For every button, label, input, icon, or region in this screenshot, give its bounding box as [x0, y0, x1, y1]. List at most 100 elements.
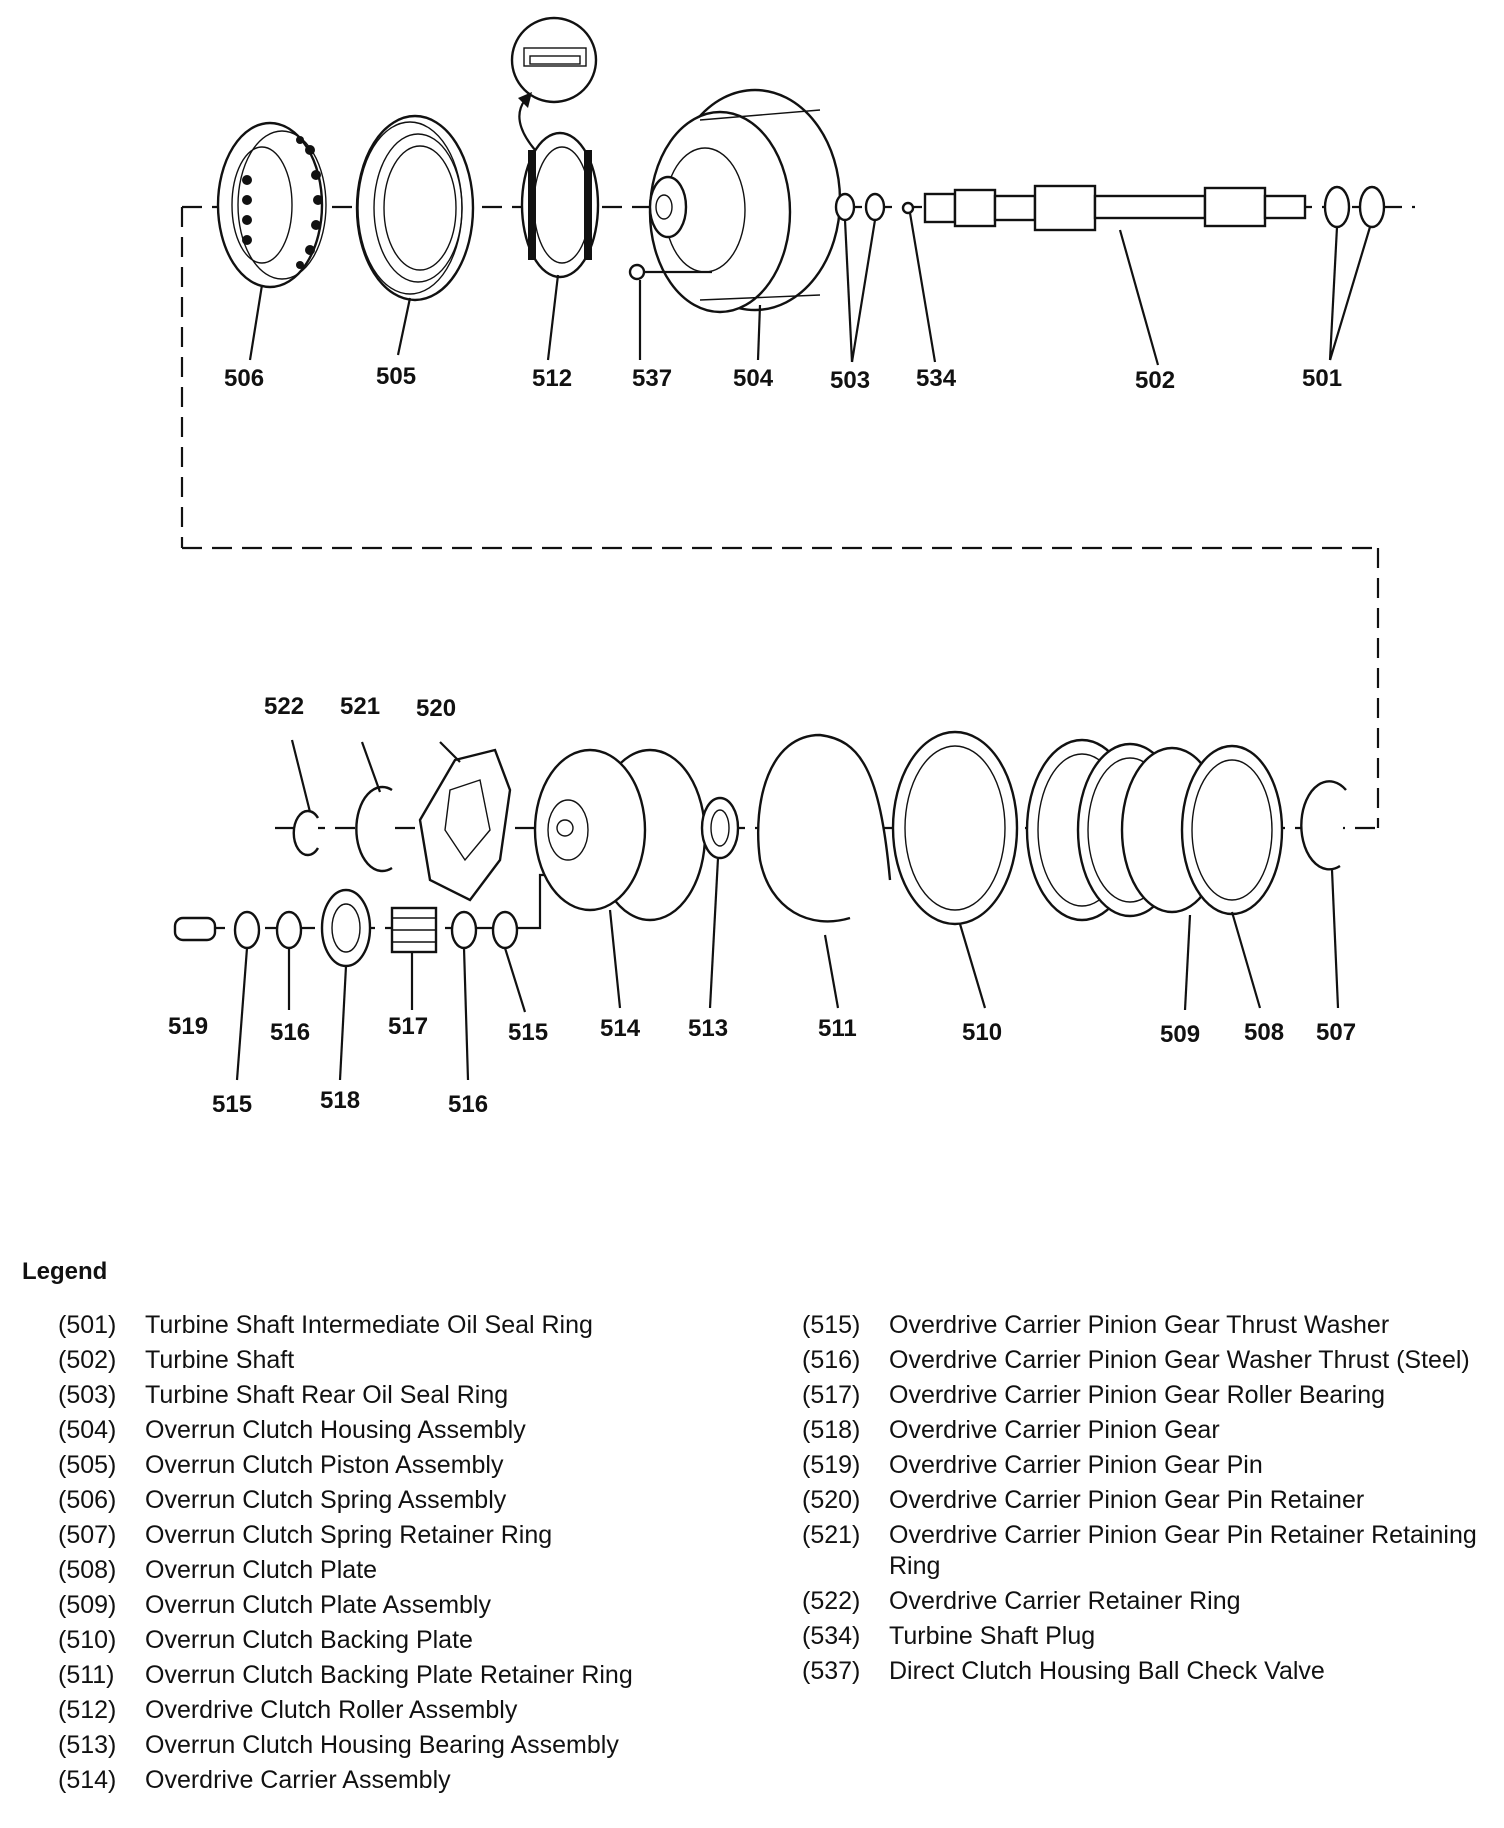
callout-512: 512 [532, 365, 572, 392]
callout-521: 521 [340, 693, 380, 720]
legend-description: Overdrive Carrier Assembly [145, 1766, 451, 1794]
legend-description: Turbine Shaft Plug [889, 1622, 1096, 1650]
part-515-thrust-washer-right [491, 910, 519, 950]
legend-number: (504) [58, 1416, 117, 1444]
legend-number: (517) [802, 1381, 861, 1409]
legend-item: (514) Overdrive Carrier Assembly [58, 1765, 748, 1796]
callout-510: 510 [962, 1019, 1002, 1046]
legend-description: Overrun Clutch Backing Plate [145, 1626, 473, 1654]
callout-534: 534 [916, 365, 957, 392]
callout-517: 517 [388, 1013, 428, 1040]
callout-503: 503 [830, 367, 870, 394]
legend-description: Overrun Clutch Piston Assembly [145, 1451, 504, 1479]
detail-view-bubble [510, 16, 598, 151]
legend-item: (522) Overdrive Carrier Retainer Ring [802, 1586, 1502, 1617]
part-505-piston-assembly [355, 114, 475, 302]
part-519-pinion-gear-pin [173, 916, 217, 942]
callout-513: 513 [688, 1015, 728, 1042]
callout-508: 508 [1244, 1019, 1284, 1046]
legend-description: Overrun Clutch Plate Assembly [145, 1591, 491, 1619]
legend-item: (518)Overdrive Carrier Pinion Gear [802, 1415, 1502, 1446]
legend-description: Overdrive Carrier Pinion Gear Pin [889, 1451, 1263, 1479]
legend-item: (511) Overrun Clutch Backing Plate Retain… [58, 1660, 748, 1691]
legend-number: (518) [802, 1416, 861, 1444]
legend-description: Overdrive Carrier Pinion Gear Pin Retain… [889, 1486, 1365, 1514]
legend-number: (502) [58, 1346, 117, 1374]
legend-item: (537)Direct Clutch Housing Ball Check Va… [802, 1656, 1502, 1687]
legend-item: (513)Overrun Clutch Housing Bearing Asse… [58, 1730, 748, 1761]
legend-item: (516)Overdrive Carrier Pinion Gear Washe… [802, 1345, 1502, 1376]
callout-514: 514 [600, 1015, 641, 1042]
legend-item: (517) Overdrive Carrier Pinion Gear Rolle… [802, 1380, 1502, 1411]
legend-number: (511) [58, 1661, 115, 1689]
callout-519: 519 [168, 1013, 208, 1040]
legend-number: (513) [58, 1731, 117, 1759]
part-508-clutch-plate [1180, 744, 1284, 916]
legend-title: Legend [22, 1258, 108, 1285]
legend-description: Overrun Clutch Spring Retainer Ring [145, 1521, 553, 1549]
legend-item: (519) Overdrive Carrier Pinion Gear Pin [802, 1450, 1502, 1481]
legend-item: (509) Overrun Clutch Plate Assembly [58, 1590, 748, 1621]
callout-502: 502 [1135, 367, 1175, 394]
legend-description: Overrun Clutch Backing Plate Retainer Ri… [145, 1661, 633, 1689]
legend-item: (520) Overdrive Carrier Pinion Gear Pin R… [802, 1485, 1502, 1516]
legend-item: (504)Overrun Clutch Housing Assembly [58, 1415, 748, 1446]
legend-description: Overrun Clutch Plate [145, 1556, 378, 1584]
part-513-bearing-assembly [700, 796, 740, 860]
legend-description: Turbine Shaft [145, 1346, 295, 1374]
legend-number: (509) [58, 1591, 117, 1619]
part-512-roller-assembly [520, 131, 600, 279]
part-518-pinion-gear [320, 888, 372, 968]
part-514-carrier-assembly [533, 748, 707, 922]
part-504-clutch-housing [628, 88, 842, 314]
callout-505: 505 [376, 363, 416, 390]
legend-item: (510) Overrun Clutch Backing Plate [58, 1625, 748, 1656]
legend-item: (501) Turbine Shaft Intermediate Oil Seal… [58, 1310, 748, 1341]
callout-515-a: 515 [508, 1019, 548, 1046]
callout-516-b: 516 [448, 1091, 488, 1118]
part-521-retaining-ring [355, 785, 393, 873]
callout-515-b: 515 [212, 1091, 252, 1118]
legend-description: Turbine Shaft Intermediate Oil Seal Ring [145, 1311, 593, 1339]
callout-537: 537 [632, 365, 672, 392]
legend-description: Overdrive Carrier Pinion Gear Roller Bea… [889, 1381, 1386, 1409]
legend-number: (519) [802, 1451, 861, 1479]
legend-number: (515) [802, 1311, 861, 1339]
part-534-turbine-shaft-plug [901, 201, 915, 215]
callout-511: 511 [818, 1015, 857, 1042]
part-506-spring-assembly [216, 121, 327, 289]
legend-number: (520) [802, 1486, 861, 1514]
legend-number: (506) [58, 1486, 117, 1514]
callout-509: 509 [1160, 1021, 1200, 1048]
part-511-backing-plate-retainer-ring [756, 733, 892, 923]
part-510-backing-plate [891, 730, 1019, 926]
callout-516-a: 516 [270, 1019, 310, 1046]
callout-504: 504 [733, 365, 774, 392]
legend-left-column: (501) Turbine Shaft Intermediate Oil Seal… [58, 1310, 748, 1800]
legend-description: Overdrive Carrier Retainer Ring [889, 1587, 1241, 1615]
part-517-roller-bearing [390, 906, 438, 954]
callout-labels: 506 505 512 537 504 503 534 502 501 522 … [168, 363, 1356, 1118]
legend-item: (505) Overrun Clutch Piston Assembly [58, 1450, 748, 1481]
legend-number: (522) [802, 1587, 861, 1615]
part-507-spring-retainer-ring [1300, 780, 1347, 871]
legend-right-column: (515)Overdrive Carrier Pinion Gear Thrus… [802, 1310, 1502, 1691]
callout-522: 522 [264, 693, 304, 720]
legend-description: Overdrive Carrier Pinion Gear Washer Thr… [889, 1346, 1470, 1374]
legend-number: (537) [802, 1657, 861, 1685]
legend-number: (510) [58, 1626, 117, 1654]
leader-lines [235, 212, 1372, 1081]
legend-item: (502) Turbine Shaft [58, 1345, 748, 1376]
legend-number: (514) [58, 1766, 117, 1794]
callout-507: 507 [1316, 1019, 1356, 1046]
callout-518: 518 [320, 1087, 360, 1114]
legend-number: (512) [58, 1696, 117, 1724]
part-515-thrust-washer-left [233, 910, 261, 950]
legend-description: Overrun Clutch Spring Assembly [145, 1486, 507, 1514]
legend-number: (507) [58, 1521, 117, 1549]
legend-number: (508) [58, 1556, 117, 1584]
legend-number: (501) [58, 1311, 117, 1339]
legend-number: (534) [802, 1622, 861, 1650]
legend-number: (505) [58, 1451, 117, 1479]
part-516-steel-washer-left [275, 910, 303, 950]
